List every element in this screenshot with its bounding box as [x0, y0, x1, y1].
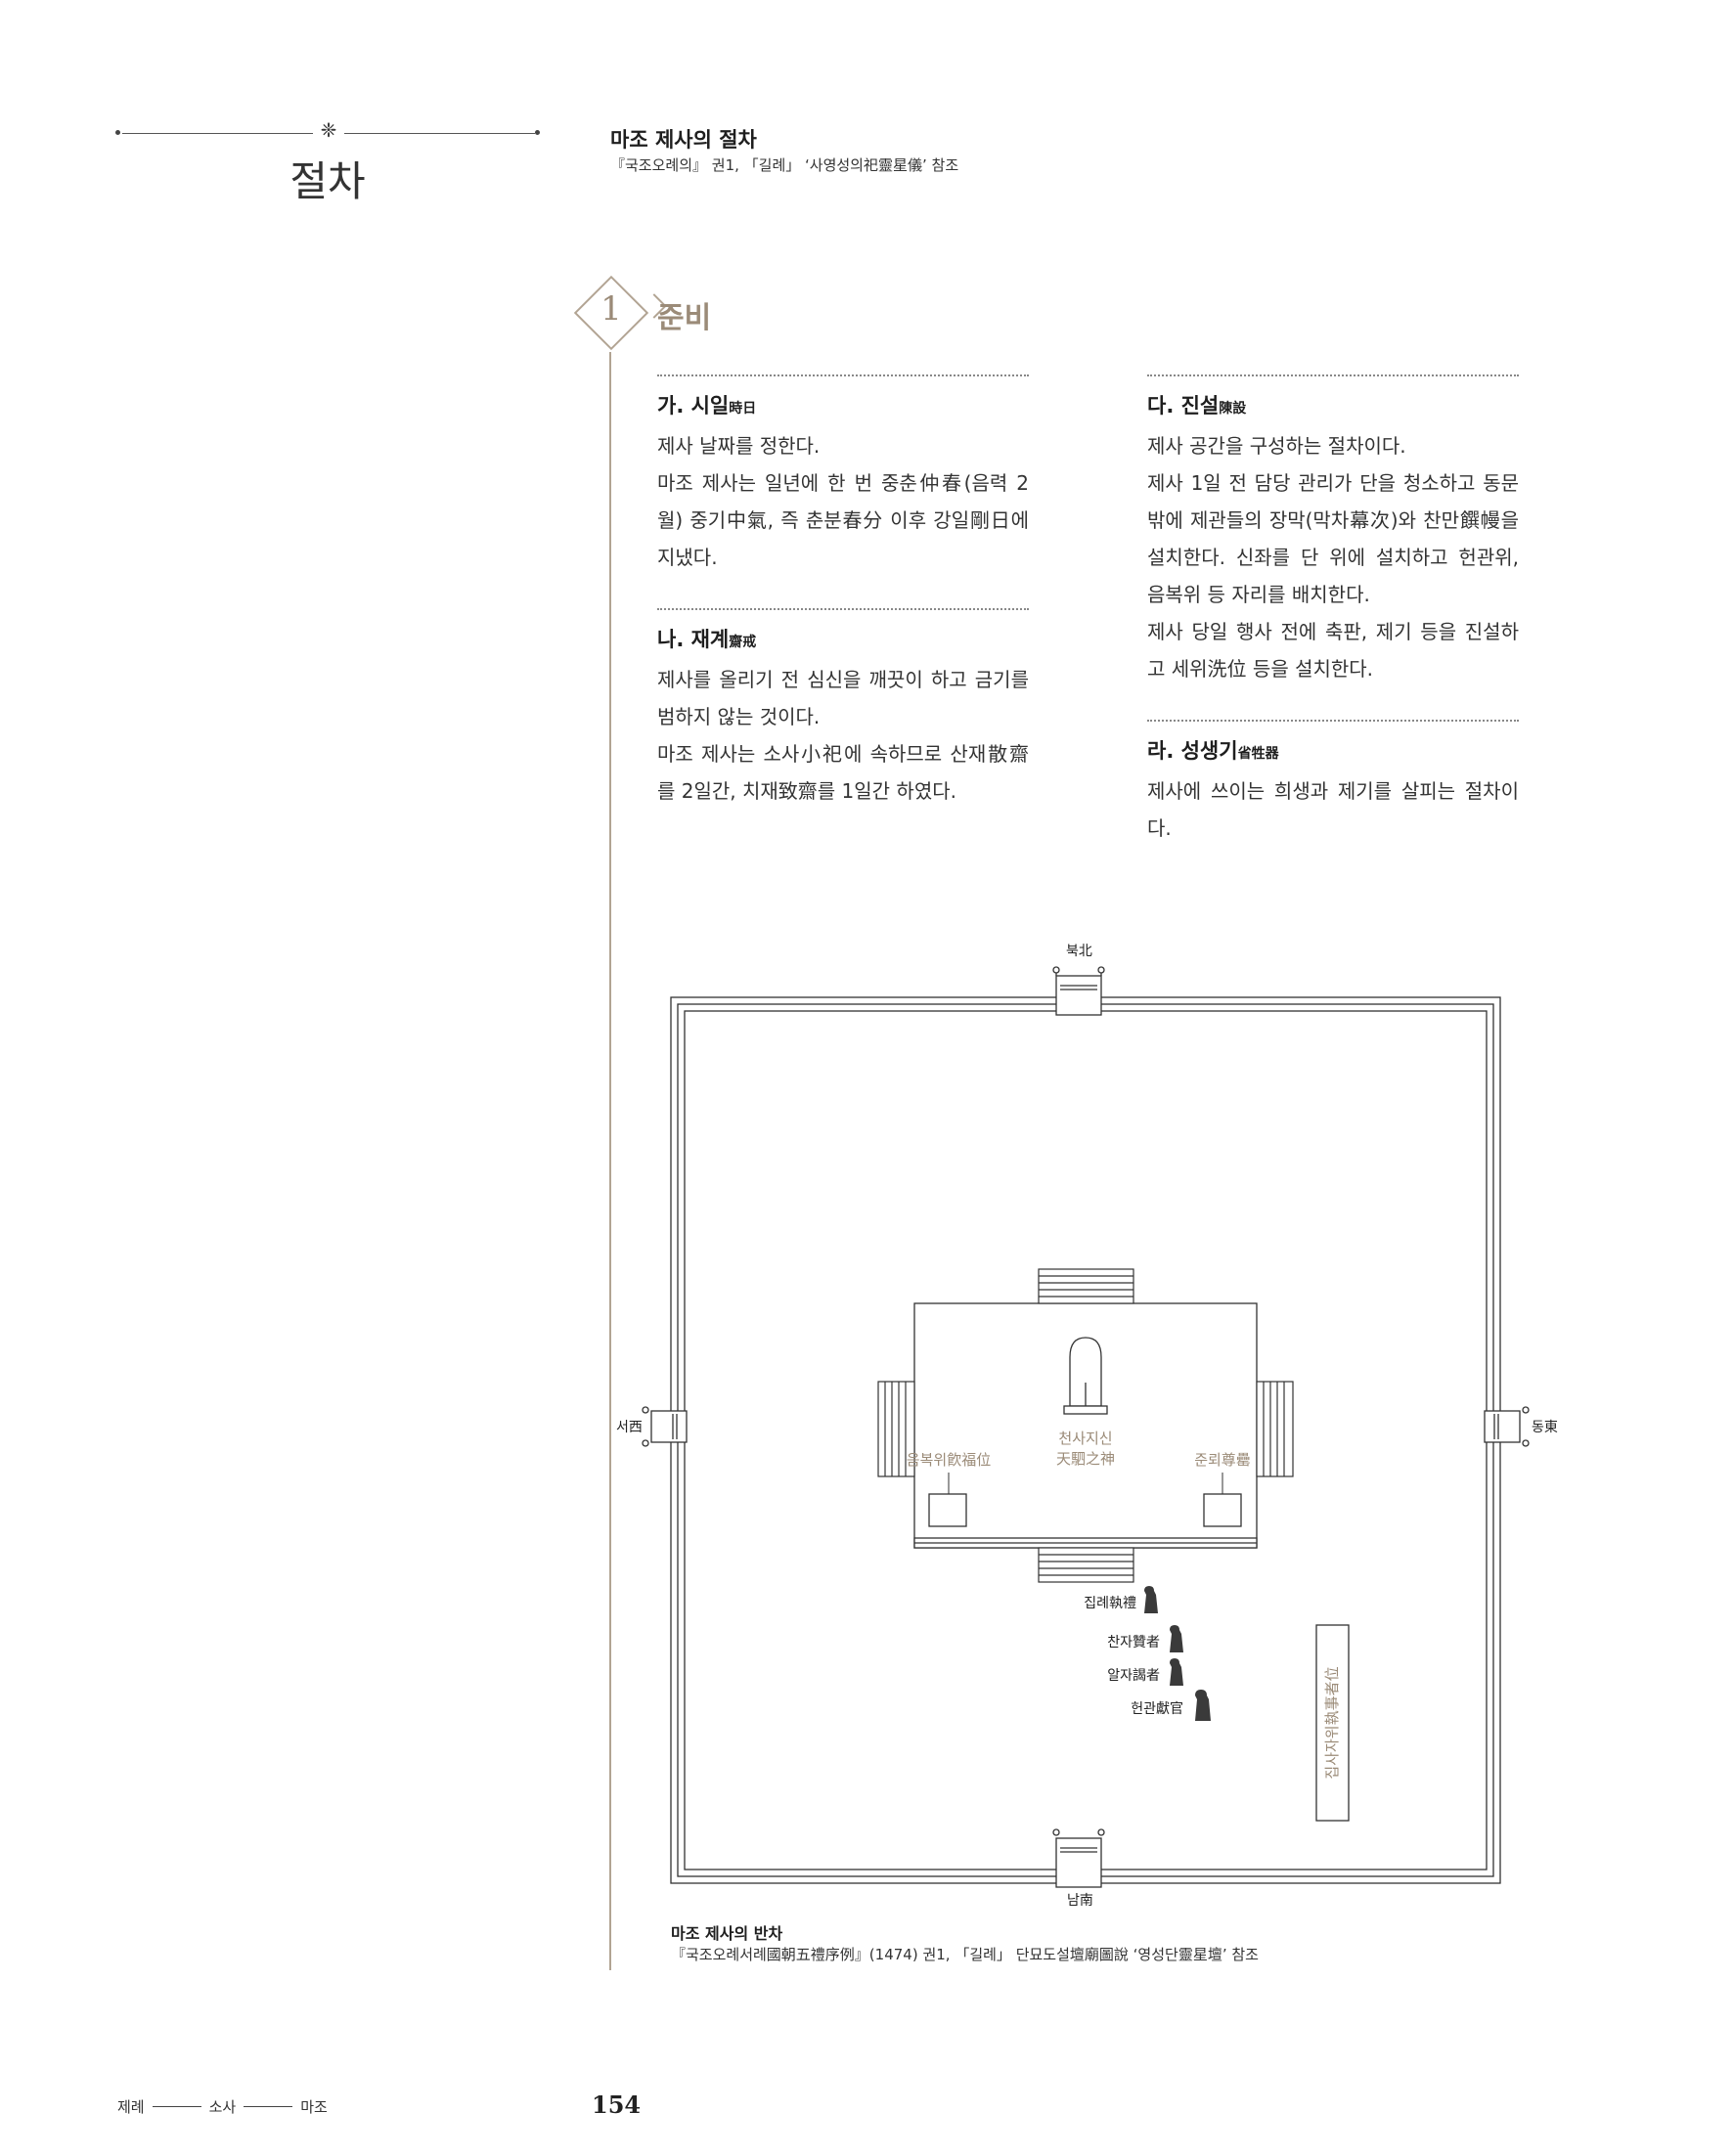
label-north: 북北 [1066, 944, 1092, 959]
block-heading: 나. 재계齋戒 [657, 628, 757, 651]
label-officials-seat: 집사자위執事者位 [1323, 1666, 1341, 1779]
diagram-caption-source: 『국조오례서례國朝五禮序例』(1474) 권1, 「길례」 단묘도설壇廟圖說 ‘… [671, 1946, 1259, 1963]
dotted-divider [657, 374, 1029, 376]
label-west: 서西 [616, 1420, 643, 1435]
officials-seat-box [1315, 1624, 1350, 1822]
breadcrumb-separator [152, 2106, 201, 2107]
block-heading: 가. 시일時日 [657, 394, 757, 418]
north-gate [1052, 966, 1105, 1016]
wine-vessel-box [1203, 1493, 1242, 1527]
breadcrumb-separator [244, 2106, 293, 2107]
breadcrumb-item: 소사 [208, 2098, 237, 2116]
step-number: 1 [600, 289, 622, 329]
label-spirit-hanja: 天駟之神 [1056, 1450, 1115, 1468]
ritual-arrangement-diagram: 북北 남南 서西 동東 [616, 944, 1558, 1909]
breadcrumb: 제례 소사 마조 [117, 2096, 328, 2117]
breadcrumb-item: 마조 [300, 2098, 328, 2116]
page-number: 154 [592, 2090, 642, 2119]
procedure-source: 『국조오례의』 권1, 「길례」 ‘사영성의祀靈星儀’ 참조 [610, 156, 959, 174]
block-body: 제사 공간을 구성하는 절차이다. 제사 1일 전 담당 관리가 단을 청소하고… [1147, 434, 1519, 681]
ornament-dot-right [535, 130, 540, 135]
breadcrumb-item: 제례 [117, 2098, 145, 2116]
ornament-dot-left [115, 130, 120, 135]
block-purification: 나. 재계齋戒 제사를 올리기 전 심신을 깨끗이 하고 금기를 범하지 않는 … [657, 608, 1029, 810]
procedure-title: 마조 제사의 절차 [610, 128, 757, 152]
label-east: 동東 [1532, 1420, 1558, 1435]
ornament-line-right [344, 133, 535, 134]
label-chanja: 찬자贊者 [1107, 1635, 1160, 1650]
dotted-divider [1147, 374, 1519, 376]
block-date: 가. 시일時日 제사 날짜를 정한다. 마조 제사는 일년에 한 번 중춘仲春(… [657, 374, 1029, 576]
altar-east-stairs [1256, 1381, 1294, 1477]
altar-south-stairs [1038, 1547, 1134, 1583]
diagram-caption-title: 마조 제사의 반차 [671, 1924, 783, 1943]
block-arrangement: 다. 진설陳設 제사 공간을 구성하는 절차이다. 제사 1일 전 담당 관리가… [1147, 374, 1519, 687]
figure-alja-icon [1170, 1658, 1183, 1686]
drinking-seat-box [928, 1493, 967, 1527]
spirit-tablet-icon [1063, 1337, 1108, 1415]
label-drinking-seat: 음복위飮福位 [907, 1451, 991, 1469]
east-gate [1484, 1406, 1530, 1447]
dotted-divider [657, 608, 1029, 610]
figure-chanja-icon [1170, 1625, 1183, 1652]
altar-west-stairs [877, 1381, 915, 1477]
step-title: 준비 [657, 301, 712, 335]
label-south: 남南 [1067, 1893, 1093, 1909]
section-title: 절차 [289, 157, 366, 205]
step-vertical-line [609, 352, 611, 1970]
block-body: 제사에 쓰이는 희생과 제기를 살피는 절차이다. [1147, 779, 1519, 840]
label-spirit-korean: 천사지신 [1058, 1430, 1112, 1447]
block-inspection: 라. 성생기省牲器 제사에 쓰이는 희생과 제기를 살피는 절차이다. [1147, 720, 1519, 847]
label-wine-vessel: 준뢰尊罍 [1194, 1451, 1251, 1469]
block-body: 제사 날짜를 정한다. 마조 제사는 일년에 한 번 중춘仲春(음력 2월) 중… [657, 434, 1029, 569]
figure-jiprye-icon [1144, 1586, 1158, 1613]
dotted-divider [1147, 720, 1519, 722]
block-heading: 라. 성생기省牲器 [1147, 739, 1279, 763]
label-alja: 알자謁者 [1107, 1668, 1160, 1684]
ornament-star-icon: ❈ [320, 118, 337, 142]
figure-heongwan-icon [1195, 1690, 1211, 1721]
block-heading: 다. 진설陳設 [1147, 394, 1247, 418]
label-jiprye: 집례執禮 [1084, 1596, 1136, 1611]
west-gate [642, 1406, 688, 1447]
altar-north-stairs [1038, 1268, 1134, 1304]
label-heongwan: 헌관獻官 [1131, 1701, 1183, 1717]
south-gate [1052, 1828, 1105, 1888]
block-body: 제사를 올리기 전 심신을 깨끗이 하고 금기를 범하지 않는 것이다. 마조 … [657, 668, 1029, 803]
ornament-line-left [122, 133, 313, 134]
